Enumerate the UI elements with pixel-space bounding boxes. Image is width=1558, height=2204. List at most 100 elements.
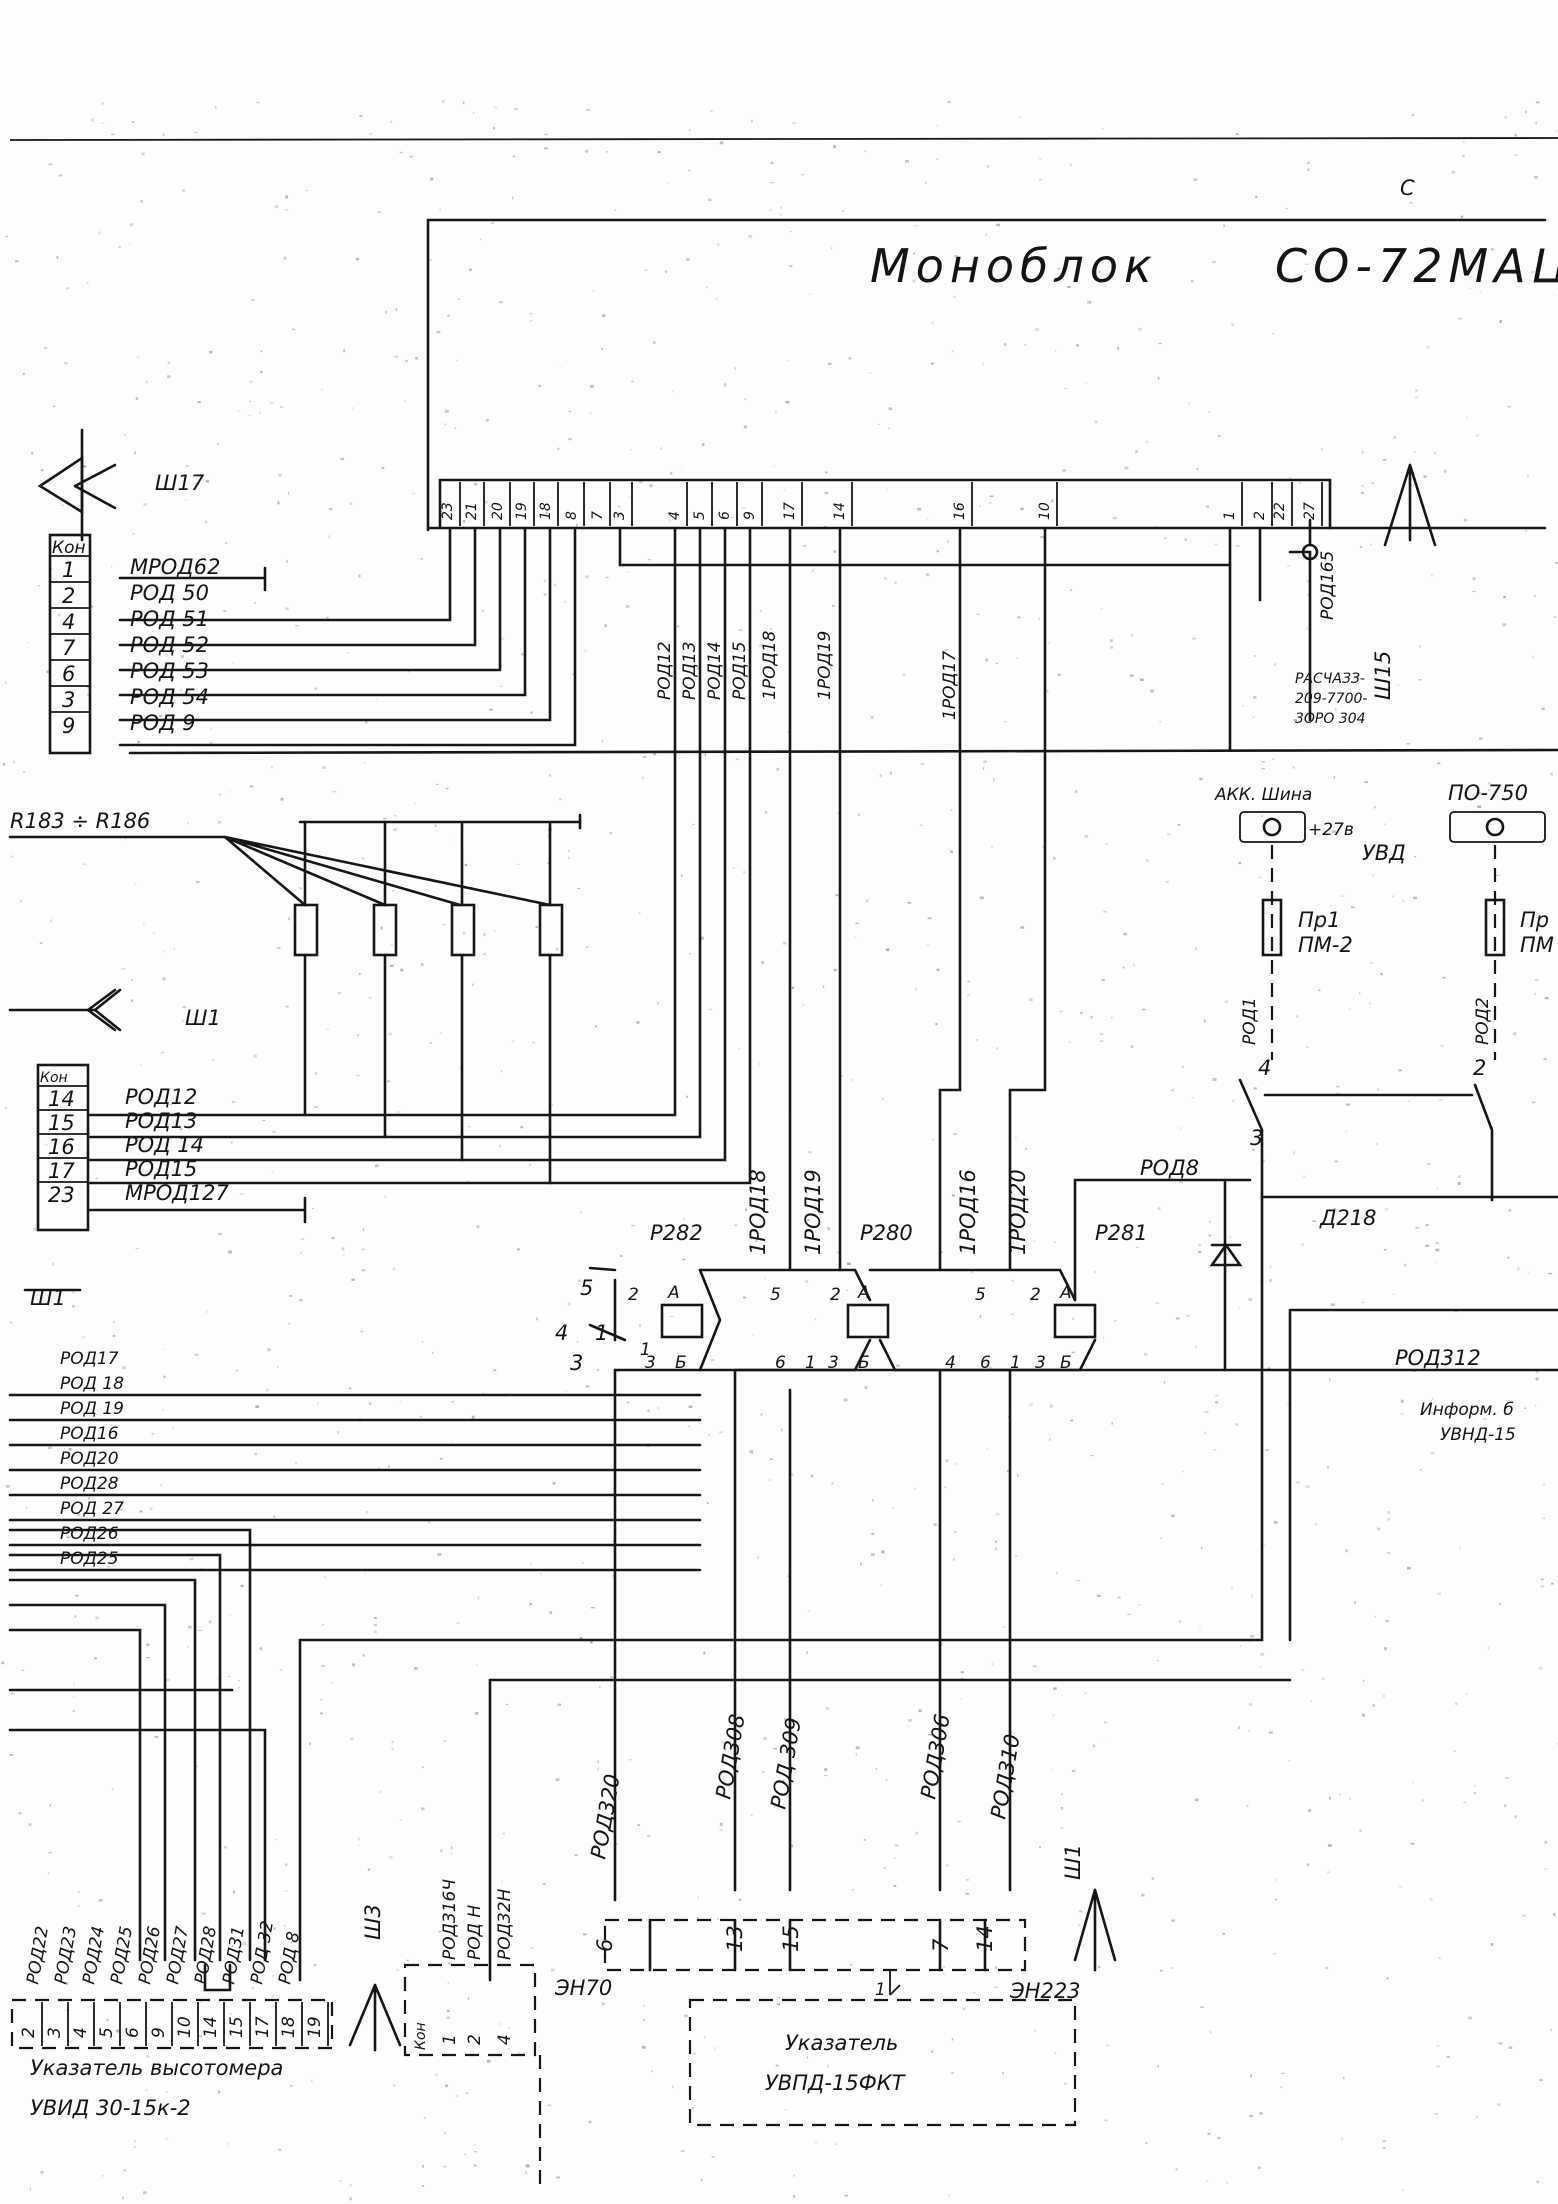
- relay-p281-pin: 6: [980, 1353, 991, 1373]
- scan-noise: [1, 100, 1558, 2201]
- monoblock-pin-label: 27: [1302, 502, 1318, 520]
- monoblock-pin-label: 4: [667, 511, 683, 520]
- info-note-line1: Информ. б: [1420, 1400, 1514, 1420]
- bottom-connector-pin: 14: [973, 1925, 997, 1952]
- monoblock-pin-label: 23: [440, 502, 456, 520]
- monoblock-pin-label: 1: [1222, 511, 1238, 520]
- relay-p280-pin: Б: [858, 1353, 870, 1373]
- sh1-left-connector-symbol: [8, 988, 122, 1032]
- bottom-connector-pin: 13: [723, 1925, 747, 1952]
- relay-p282-label: Р282: [650, 1221, 703, 1245]
- sh17-connector-symbol: [37, 428, 117, 542]
- vertical-bus-label-right: 1РОД17: [940, 650, 960, 720]
- altimeter-pin-number: 15: [227, 2016, 247, 2038]
- bottom-connector-pin: 7: [929, 1938, 953, 1952]
- left-bus-label: РОД 18: [60, 1374, 124, 1394]
- relay-upper-label: 1РОД16: [956, 1169, 980, 1255]
- lower-vertical-label: РОД306: [916, 1712, 955, 1801]
- sh17-signal-label: РОД 50: [130, 581, 209, 605]
- altimeter-pin-number: 6: [123, 2027, 143, 2038]
- sh15-signal: РОД165: [1318, 551, 1338, 620]
- sh15-label: Ш15: [1371, 651, 1395, 700]
- relay-p281-pin: 2: [1030, 1285, 1041, 1305]
- fuse2-label-b: ПМ: [1520, 933, 1554, 957]
- relay-p281-pin: 4: [945, 1353, 956, 1373]
- lower-vertical-wires: [298, 1368, 1292, 1982]
- left-bus-drop: [8, 1578, 197, 1962]
- vertical-bus-label: РОД15: [730, 641, 750, 700]
- monoblock-pin-label: 9: [742, 511, 758, 520]
- altimeter-pin-number: 18: [279, 2016, 299, 2038]
- left-bus-label: РОД26: [60, 1524, 119, 1544]
- lower-vertical-label: РОД 309: [766, 1716, 806, 1811]
- mrod62-stub: [118, 566, 267, 592]
- altimeter-pin-number: 9: [149, 2027, 169, 2038]
- relay-p282-pin: 3: [645, 1353, 656, 1373]
- sh1-signal-label: РОД13: [125, 1109, 197, 1133]
- sh1-header: Кон: [40, 1070, 68, 1086]
- battery-bus-symbol: [1239, 811, 1306, 1060]
- sh1-signal-label: МРОД127: [125, 1181, 229, 1205]
- sh1-left-label: Ш1: [185, 1006, 221, 1030]
- vertical-bus-label: РОД13: [680, 641, 700, 700]
- indicator-box: [688, 1998, 1077, 2127]
- altimeter-pin-number: 10: [175, 2016, 195, 2038]
- relay-p281-label: Р281: [1095, 1221, 1148, 1245]
- relay-p282-pin: 2: [628, 1285, 639, 1305]
- scan-border-line: [9, 137, 1558, 141]
- relay-p280-label: Р280: [860, 1221, 913, 1245]
- left-bus-drop: [8, 1553, 222, 1962]
- po750-symbol: [1449, 811, 1546, 1060]
- altimeter-pin-number: 14: [201, 2016, 221, 2038]
- altimeter-line1: Указатель высотомера: [30, 2056, 283, 2080]
- d218-label: Д218: [1319, 1206, 1377, 1230]
- relay-p282-pin: 1: [640, 1340, 651, 1360]
- left-bus-label: РОД20: [60, 1449, 119, 1469]
- monoblock-title: Моноблок: [870, 239, 1158, 293]
- left-bus-drop: [8, 1728, 267, 1962]
- altimeter-signal-label: РОД24: [79, 1925, 109, 1986]
- sh3-signal-label: РОД Н: [465, 1905, 485, 1960]
- mrod127-stub: [88, 1196, 307, 1224]
- sh17-header: Кон: [52, 538, 86, 558]
- altimeter-signal-label: РОД22: [23, 1925, 53, 1986]
- altimeter-signal-label: РОД31: [219, 1925, 249, 1986]
- left-bus-label: РОД17: [60, 1349, 119, 1369]
- po750-label: ПО-750: [1448, 781, 1528, 805]
- relay-upper-label: 1РОД18: [746, 1169, 770, 1255]
- monoblock-pin-label: 7: [590, 511, 606, 520]
- relay-upper-label: 1РОД19: [801, 1169, 825, 1255]
- altimeter-signal-label: РОД23: [51, 1925, 81, 1986]
- sh3-signal-label: РОД32Н: [495, 1888, 515, 1960]
- pin2-label: 2: [1473, 1056, 1486, 1080]
- rod312-label: РОД312: [1395, 1346, 1481, 1370]
- relay-contact-label: 4: [555, 1321, 568, 1345]
- left-bus-drop: [8, 1528, 252, 1962]
- monoblock-pin-label: 5: [692, 511, 708, 520]
- monoblock-model: СО-72МАЦ: [1275, 239, 1558, 293]
- altimeter-pin-number: 4: [71, 2027, 91, 2038]
- altimeter-connector: [10, 1963, 334, 2050]
- relay-p280-pin: 6: [775, 1353, 786, 1373]
- sh17-pin-number: 9: [62, 714, 75, 738]
- monoblock-pin-label: 10: [1037, 502, 1053, 520]
- sh17-pin-number: 4: [62, 610, 75, 634]
- monoblock-pin-label: 14: [832, 502, 848, 520]
- lower-vertical-label: РОД310: [986, 1732, 1025, 1821]
- sh15-note-line1: РАСЧАЗЗ-: [1295, 671, 1365, 687]
- relay-p282-pin: А: [667, 1283, 680, 1303]
- uvd-label: УВД: [1362, 841, 1406, 865]
- monoblock-pin-label: 2: [1252, 511, 1268, 520]
- sh1-pin-number: 15: [48, 1111, 75, 1135]
- lower-vertical-label: РОД320: [586, 1772, 625, 1861]
- relay-p280-pin: 1: [805, 1353, 816, 1373]
- lower-vertical-label: РОД308: [711, 1712, 750, 1801]
- sh1-pin-number: 16: [48, 1135, 75, 1159]
- sh3-pin-number: 2: [465, 2034, 485, 2045]
